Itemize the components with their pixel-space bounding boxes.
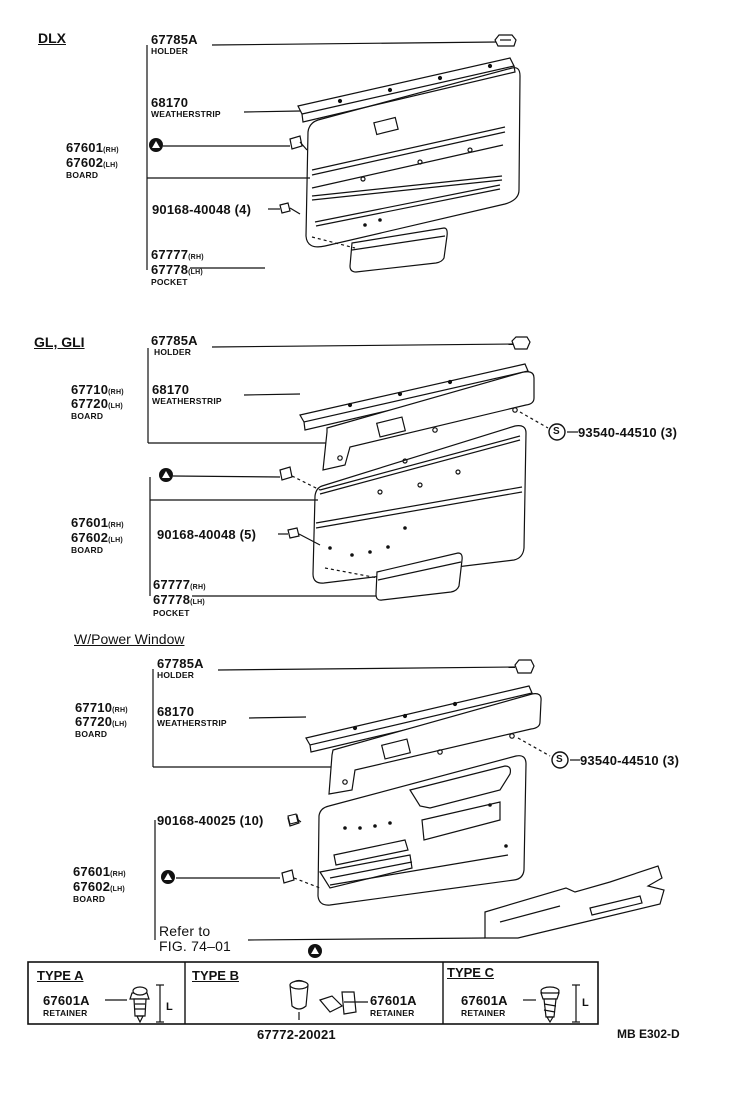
pocket-lh-part-number: 67778(LH)	[153, 592, 205, 607]
type-b-retainer-part-number: 67601A	[370, 993, 417, 1008]
board-rh-part-number: 67601(RH)	[73, 864, 126, 879]
type-a-retainer-drawing	[129, 984, 164, 1024]
board-name: BOARD	[66, 170, 99, 180]
board2-rh-part-number: 67710(RH)	[75, 700, 128, 715]
type-c-dimension-l: L	[582, 997, 589, 1009]
holder-part-number: 67785A	[151, 32, 198, 47]
pw-holder-clip	[514, 659, 535, 674]
section-title-dlx: DLX	[38, 30, 66, 46]
board-lh-part-number: 67602(LH)	[71, 530, 123, 545]
type-c-retainer-name: RETAINER	[461, 1008, 506, 1018]
gl-holder-clip	[511, 336, 531, 350]
refer-fig-label: FIG. 74–01	[159, 938, 232, 954]
weatherstrip-part-number: 68170	[157, 704, 195, 719]
section-title-gl: GL, GLI	[34, 334, 85, 350]
weatherstrip-part-number: 68170	[151, 95, 189, 110]
board2-lh-part-number: 67720(LH)	[71, 396, 123, 411]
type-c-retainer-part-number: 67601A	[461, 993, 508, 1008]
holder-part-number: 67785A	[151, 333, 198, 348]
board-name: BOARD	[71, 545, 104, 555]
type-b-retainer-drawing	[289, 979, 368, 1020]
screw-part-number-gl: 90168-40048 (5)	[157, 527, 257, 542]
board-rh-part-number: 67601(RH)	[71, 515, 124, 530]
board2-rh-part-number: 67710(RH)	[71, 382, 124, 397]
gl-fasteners	[279, 466, 321, 546]
holder-name: HOLDER	[151, 46, 189, 56]
figure-code: MB E302-D	[617, 1027, 680, 1041]
dlx-leaders	[146, 41, 498, 270]
weatherstrip-name: WEATHERSTRIP	[152, 396, 222, 406]
type-a-retainer-part-number: 67601A	[43, 993, 90, 1008]
board-lh-part-number: 67602(LH)	[66, 155, 118, 170]
holder-name: HOLDER	[154, 347, 192, 357]
type-b-title: TYPE B	[192, 968, 239, 983]
pw-board-panel	[317, 755, 527, 906]
board2-lh-part-number: 67720(LH)	[75, 714, 127, 729]
holder-part-number: 67785A	[157, 656, 204, 671]
weatherstrip-part-number: 68170	[152, 382, 190, 397]
gl-pocket	[324, 552, 463, 601]
s-symbol-label: S	[553, 426, 560, 437]
pocket-lh-part-number: 67778(LH)	[151, 262, 203, 277]
dlx-weatherstrip	[297, 57, 516, 123]
refer-to-label: Refer to	[159, 923, 211, 939]
type-b-retainer-name: RETAINER	[370, 1008, 415, 1018]
type-c-retainer-drawing	[523, 984, 580, 1024]
clip-part-number: 93540-44510 (3)	[578, 425, 678, 440]
weatherstrip-name: WEATHERSTRIP	[157, 718, 227, 728]
pocket-rh-part-number: 67777(RH)	[151, 247, 204, 262]
type-b-part-number: 67772-20021	[257, 1027, 336, 1042]
s-circle-icon	[548, 423, 569, 769]
dlx-holder-clip	[494, 34, 517, 47]
type-a-retainer-name: RETAINER	[43, 1008, 88, 1018]
board-lh-part-number: 67602(LH)	[73, 879, 125, 894]
gl-leaders	[147, 343, 578, 597]
pocket-name: POCKET	[151, 277, 188, 287]
holder-name: HOLDER	[157, 670, 195, 680]
dlx-pocket	[311, 227, 448, 273]
gl-upper-trim	[322, 371, 535, 471]
type-a-dimension-l: L	[166, 1001, 173, 1013]
dlx-fasteners	[279, 135, 308, 215]
pw-armrest-trim	[484, 865, 665, 939]
pw-leaders	[152, 666, 580, 941]
screw-part-number-dlx: 90168-40048 (4)	[152, 202, 252, 217]
pocket-name: POCKET	[153, 608, 190, 618]
legend-table	[27, 961, 599, 1025]
pw-upper-trim	[328, 693, 542, 795]
pocket-rh-part-number: 67777(RH)	[153, 577, 206, 592]
board-rh-part-number: 67601(RH)	[66, 140, 119, 155]
screw-part-number-pw: 90168-40025 (10)	[157, 813, 264, 828]
type-a-title: TYPE A	[37, 968, 84, 983]
board-name: BOARD	[73, 894, 106, 904]
gl-board-panel	[312, 425, 527, 584]
board-name: BOARD	[75, 729, 108, 739]
screw-icon	[287, 813, 302, 825]
section-title-power-window: W/Power Window	[74, 631, 185, 647]
dlx-board-panel	[305, 67, 521, 248]
s-symbol-label: S	[556, 754, 563, 765]
weatherstrip-name: WEATHERSTRIP	[151, 109, 221, 119]
triangle-circle-icon	[149, 138, 322, 958]
board-name: BOARD	[71, 411, 104, 421]
clip-part-number: 93540-44510 (3)	[580, 753, 680, 768]
type-c-title: TYPE C	[447, 965, 494, 980]
